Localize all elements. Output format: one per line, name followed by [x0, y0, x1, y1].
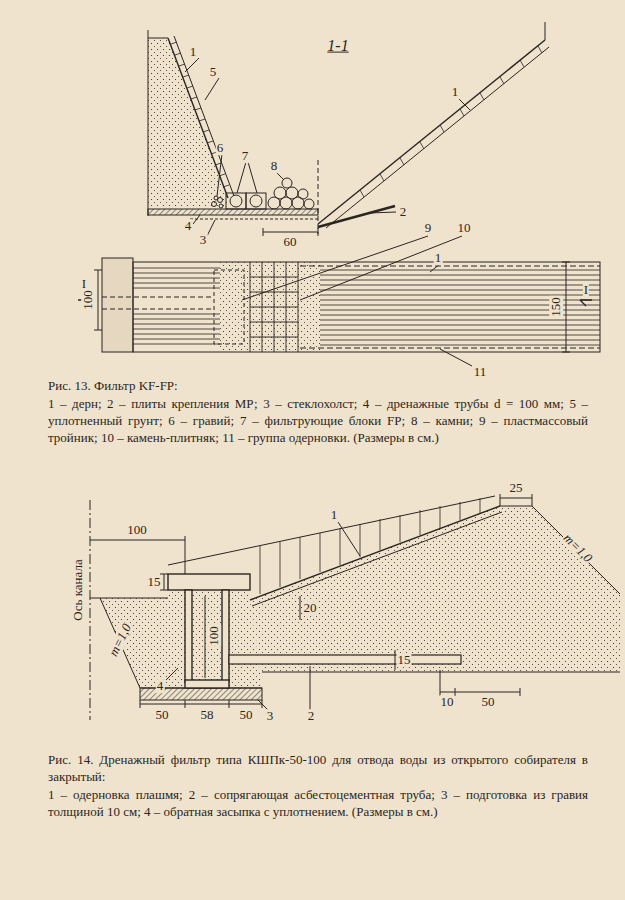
dimension-label: 50 — [155, 708, 170, 722]
dimension-label: 150 — [549, 296, 563, 318]
callout-number: 4 — [184, 219, 193, 233]
callout-number: 4 — [156, 679, 165, 693]
callout-number: 9 — [424, 221, 433, 235]
dimension-label: 10 — [440, 695, 455, 709]
callout-number: 7 — [241, 149, 250, 163]
caption-text: 1 – дерн; 2 – плиты крепления МР; 3 – ст… — [48, 396, 588, 447]
callout-number: 1 — [330, 508, 339, 522]
slope-label: m=1,0 — [560, 530, 595, 565]
dimension-label: 50 — [481, 695, 496, 709]
section-label: 1-1 — [326, 38, 349, 55]
dimension-label: 100 — [81, 289, 95, 311]
caption-heading: Рис. 13. Фильтр KF-FP: — [48, 378, 588, 395]
dimension-label: 100 — [207, 625, 221, 647]
callout-number: 1 — [189, 45, 198, 59]
dimension-label: 60 — [283, 235, 298, 249]
callout-number: 11 — [473, 365, 488, 379]
filter-section — [90, 494, 620, 720]
callout-number: 2 — [399, 205, 408, 219]
callout-number: 1 — [434, 251, 443, 265]
dimension-label: 15 — [397, 653, 412, 667]
callout-number: 3 — [266, 709, 275, 723]
plan-view — [78, 236, 600, 366]
axis-label: Ось канала — [71, 558, 85, 621]
dimension-label: 50 — [239, 708, 254, 722]
dimension-label: 25 — [509, 481, 524, 495]
callout-number: 8 — [270, 159, 279, 173]
dimension-label: 15 — [147, 575, 162, 589]
dimension-label: 58 — [200, 708, 215, 722]
section-marker: I — [583, 283, 589, 297]
callout-number: 3 — [199, 233, 208, 247]
dimension-label: 100 — [126, 523, 148, 537]
caption-heading: Рис. 14. Дренажный фильтр типа КШПк-50-1… — [48, 752, 588, 786]
caption-text: 1 – одерновка плашмя; 2 – сопрягающая ас… — [48, 787, 588, 821]
dimension-label: 20 — [303, 601, 318, 615]
callout-number: 10 — [457, 221, 472, 235]
callout-number: 1 — [451, 85, 460, 99]
callout-number: 5 — [209, 65, 218, 79]
callout-number: 2 — [307, 709, 316, 723]
callout-number: 6 — [216, 141, 225, 155]
slope-label: m=1,0 — [106, 621, 134, 660]
section-marker: I — [81, 277, 87, 291]
section-view — [148, 22, 549, 236]
